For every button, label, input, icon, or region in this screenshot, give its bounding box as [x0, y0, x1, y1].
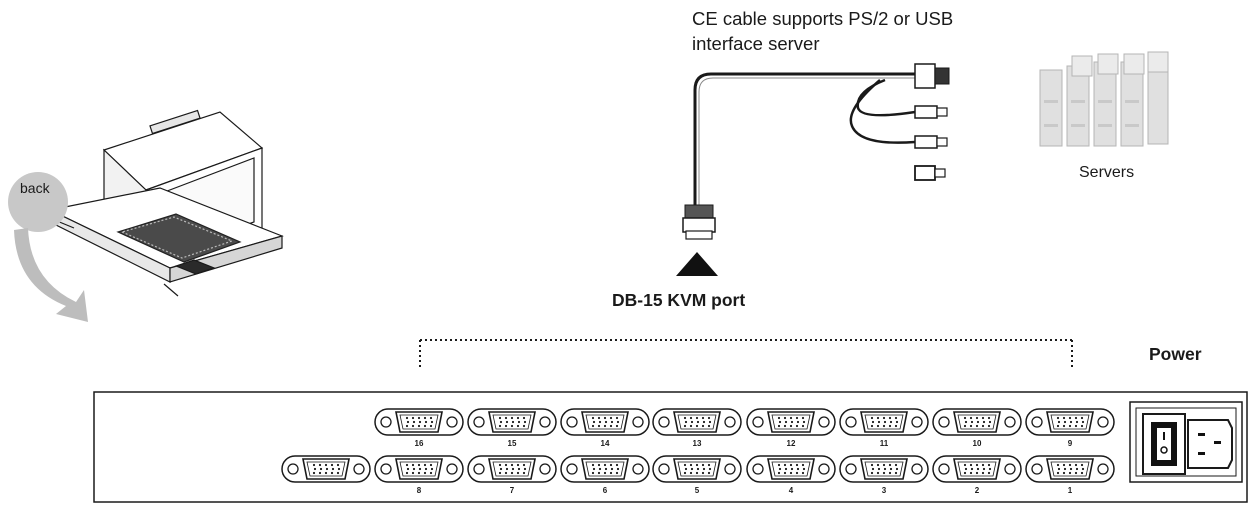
servers-label: Servers [1079, 164, 1135, 181]
port-number-label: 3 [882, 486, 887, 495]
db15-port [1025, 408, 1115, 436]
port-number-label: 4 [789, 486, 794, 495]
port-number-label: 5 [695, 486, 700, 495]
db15-port-label: DB-15 KVM port [612, 290, 746, 310]
port-number-label: 1 [1068, 486, 1073, 495]
db15-port [374, 408, 464, 436]
back-label: back [20, 180, 50, 196]
port-number-label: 16 [415, 439, 424, 448]
power-module [1129, 401, 1243, 483]
db15-port [746, 455, 836, 483]
port-number-label: 15 [508, 439, 517, 448]
port-number-label: 10 [973, 439, 982, 448]
port-number-label: 8 [417, 486, 422, 495]
db15-port [839, 455, 929, 483]
db15-port [467, 455, 557, 483]
port-number-label: 11 [880, 439, 889, 448]
db15-pointer-arrow [676, 252, 718, 276]
port-number-label: 2 [975, 486, 980, 495]
db15-port [374, 455, 464, 483]
db15-port [932, 455, 1022, 483]
db15-port [746, 408, 836, 436]
port-number-label: 7 [510, 486, 515, 495]
ce-cable-icon [682, 63, 950, 240]
power-switch-icon[interactable] [1142, 413, 1186, 475]
db15-port [652, 408, 742, 436]
cable-note-label: CE cable supports PS/2 or USB interface … [692, 8, 954, 54]
back-arrow-icon [8, 172, 88, 322]
db15-port [652, 455, 742, 483]
console-drawer-icon [39, 109, 284, 297]
port-number-label: 9 [1068, 439, 1073, 448]
port-range-bracket [419, 339, 1073, 368]
db15-port [560, 455, 650, 483]
power-inlet-icon [1187, 419, 1233, 469]
db15-port [1025, 455, 1115, 483]
db15-port [839, 408, 929, 436]
console-db15-port [281, 455, 371, 483]
port-number-label: 13 [693, 439, 702, 448]
db15-port [467, 408, 557, 436]
port-number-label: 6 [603, 486, 608, 495]
servers-icon [1039, 51, 1169, 147]
power-label: Power [1149, 344, 1202, 364]
db15-port [560, 408, 650, 436]
port-number-label: 14 [601, 439, 610, 448]
port-number-label: 12 [787, 439, 796, 448]
db15-port [932, 408, 1022, 436]
